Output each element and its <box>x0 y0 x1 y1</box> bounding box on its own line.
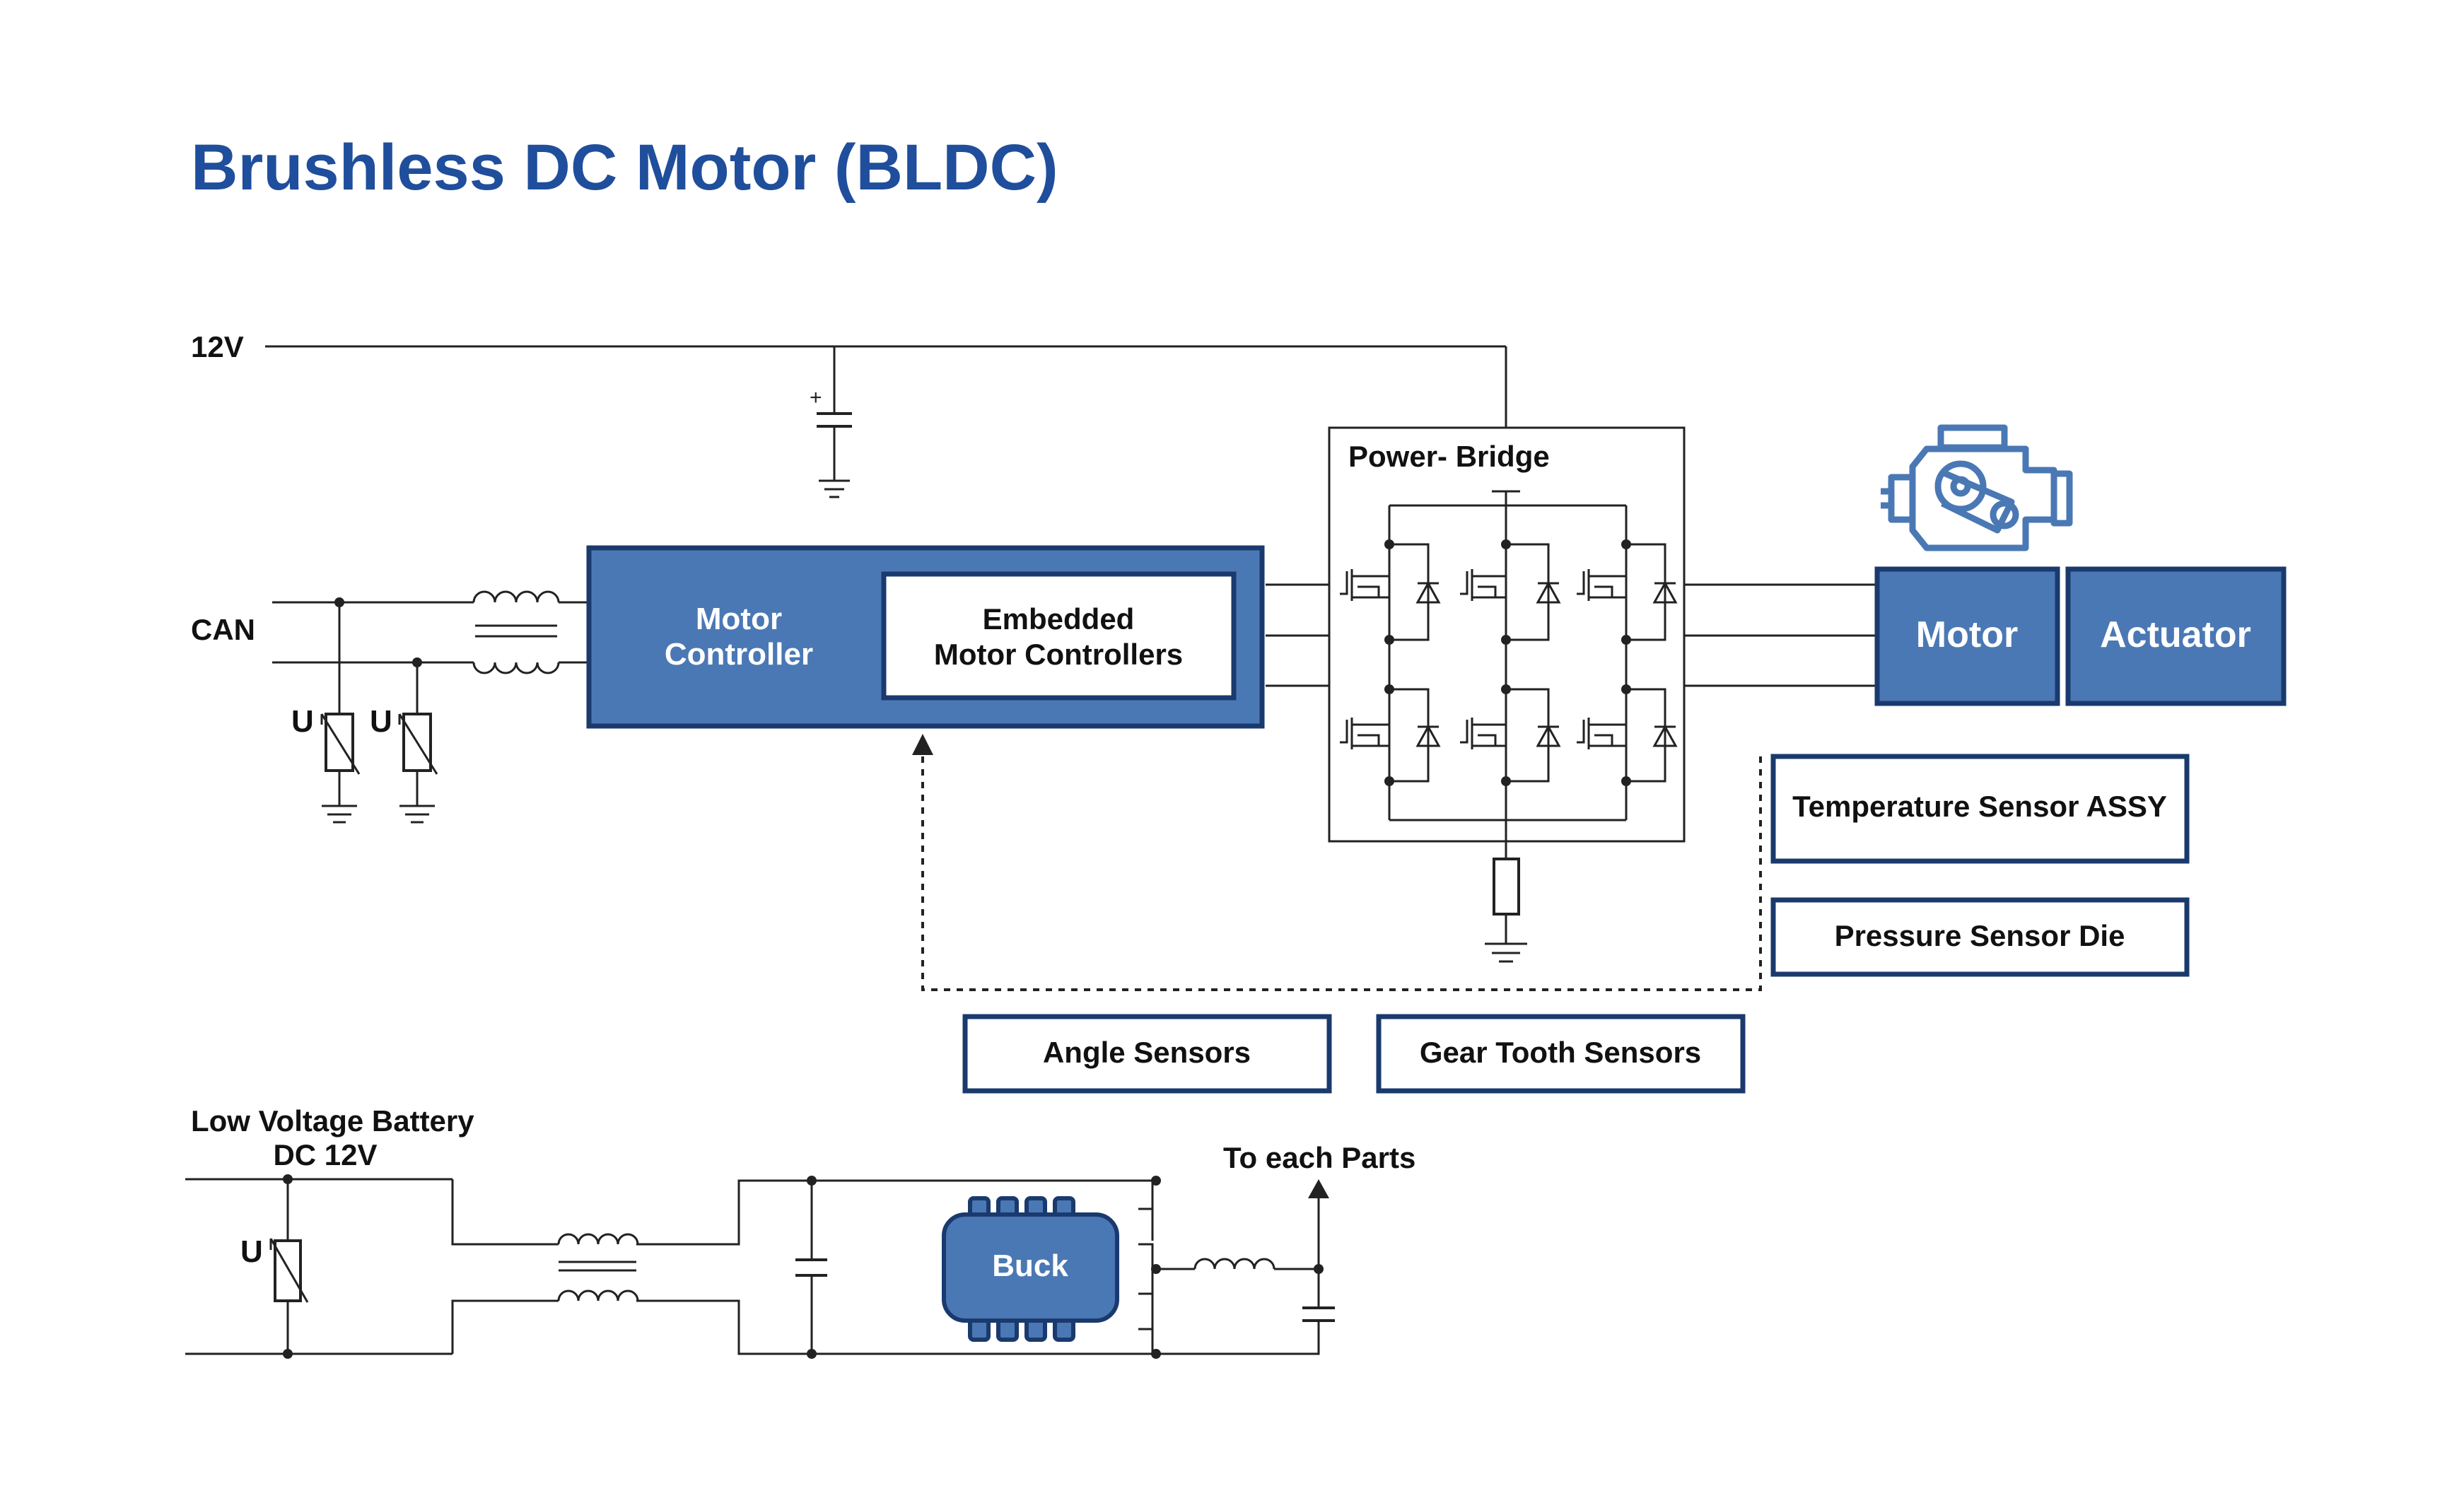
battery-choke <box>557 1233 639 1302</box>
to-each-parts-label: To each Parts <box>1223 1141 1415 1174</box>
can-choke <box>472 590 560 674</box>
input-capacitor <box>795 1258 827 1277</box>
can-varistor-2: U <box>370 704 438 824</box>
embedded-controller-block <box>881 571 1237 701</box>
varistor-label: U <box>240 1234 263 1269</box>
buck-label: Buck <box>992 1248 1068 1283</box>
actuator-block <box>2065 566 2287 706</box>
page-title: Brushless DC Motor (BLDC) <box>191 131 1058 204</box>
motor-controller-label-2: Controller <box>665 637 813 672</box>
battery-varistor: U <box>240 1234 309 1303</box>
can-label: CAN <box>191 613 255 646</box>
varistor-label: U <box>291 704 314 739</box>
temperature-sensor-label: Temperature Sensor ASSY <box>1792 790 2167 823</box>
angle-sensors-box <box>962 1014 1332 1094</box>
shunt-resistor <box>1485 858 1527 963</box>
gear-tooth-sensors-label: Gear Tooth Sensors <box>1420 1036 1701 1069</box>
pressure-sensor-box <box>1770 897 2190 977</box>
motor-label: Motor <box>1916 614 2018 655</box>
supply-12v-rail <box>265 345 1507 428</box>
embedded-label-2: Motor Controllers <box>934 638 1183 671</box>
battery-wires <box>185 1174 1156 1359</box>
can-bus-wires <box>272 597 587 714</box>
motor-phase-wires <box>1684 583 1877 687</box>
cap-plus-sign: + <box>810 386 822 409</box>
can-varistor-1: U <box>291 704 361 824</box>
actuator-label: Actuator <box>2100 614 2251 655</box>
motor-block <box>1874 566 2060 706</box>
controller-gate-wires <box>1266 583 1329 687</box>
motor-controller-label-1: Motor <box>696 602 782 636</box>
gear-tooth-sensors-box <box>1376 1014 1746 1094</box>
supply-12v-label: 12V <box>191 330 244 363</box>
buck-converter: Buck <box>942 1196 1119 1342</box>
battery-label-1: Low Voltage Battery <box>191 1104 474 1138</box>
power-bridge-circuit <box>1340 490 1678 859</box>
varistor-label: U <box>370 704 392 739</box>
buck-output-network <box>1138 1176 1335 1359</box>
power-bridge-label: Power- Bridge <box>1348 440 1550 473</box>
bulk-capacitor: + <box>810 386 852 498</box>
engine-icon <box>1881 424 2073 551</box>
battery-label-2: DC 12V <box>273 1138 377 1171</box>
sensor-feedback-path <box>912 734 1762 991</box>
embedded-label-1: Embedded <box>983 602 1135 636</box>
temperature-sensor-box <box>1770 754 2190 864</box>
pressure-sensor-label: Pressure Sensor Die <box>1835 919 2125 952</box>
angle-sensors-label: Angle Sensors <box>1043 1036 1251 1069</box>
